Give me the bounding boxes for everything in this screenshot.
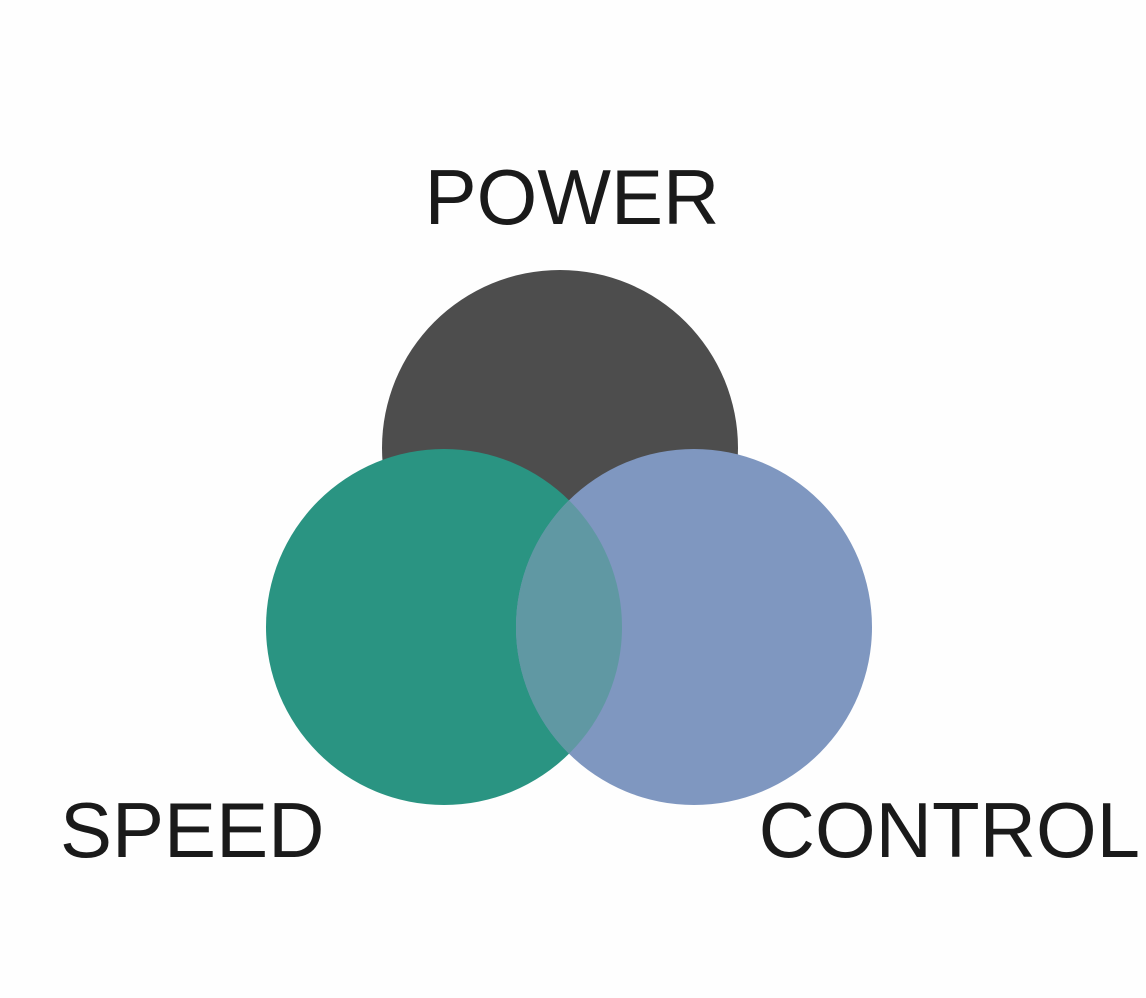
speed-circle: [266, 449, 622, 805]
power-label: POWER: [425, 153, 720, 241]
control-circle: [516, 449, 872, 805]
control-label: CONTROL: [759, 786, 1140, 874]
speed-label: SPEED: [60, 786, 324, 874]
